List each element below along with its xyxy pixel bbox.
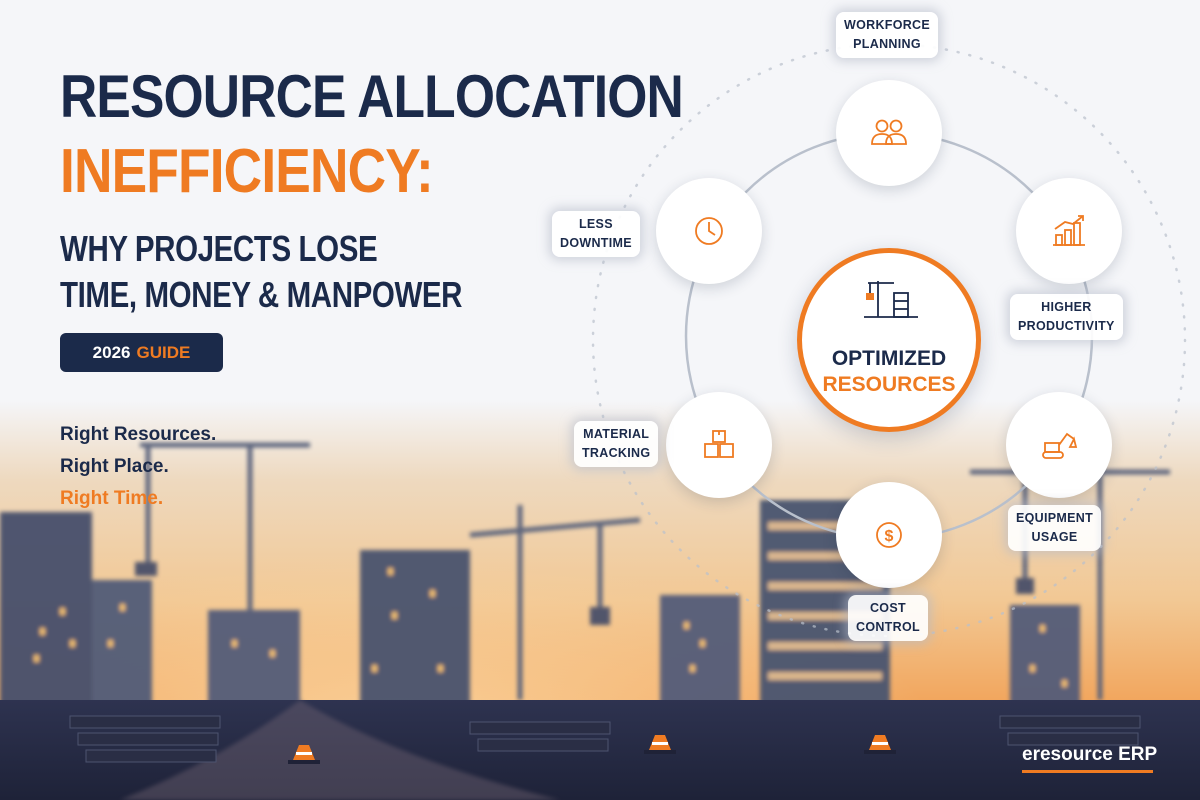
headline-line-2: INEFFICIENCY:	[60, 137, 434, 206]
badge-word: GUIDE	[136, 342, 191, 362]
node-workforce-planning	[836, 80, 942, 186]
brand-logo-text: eresource ERP	[1022, 744, 1158, 765]
label-equipment-usage: EQUIPMENT USAGE	[1008, 505, 1102, 551]
bar-chart-growth-icon	[1053, 215, 1085, 246]
node-cost-control: $	[836, 482, 942, 588]
label-workforce-planning: WORKFORCE PLANNING	[836, 12, 939, 58]
crane-building-icon	[864, 281, 918, 318]
label-line-2: CONTROL	[856, 620, 920, 634]
tagline-place: Right Place.	[60, 456, 169, 477]
label-material-tracking: MATERIAL TRACKING	[574, 421, 659, 467]
label-line-2: USAGE	[1031, 530, 1078, 544]
label-line-1: COST	[869, 601, 906, 615]
brand-underline	[1022, 770, 1153, 773]
guide-badge: 2026 GUIDE	[60, 333, 223, 372]
hub-optimized-resources: OPTIMIZED RESOURCES	[797, 248, 981, 432]
people-icon	[871, 119, 907, 145]
hub-label-line-2: RESOURCES	[822, 373, 956, 396]
label-line-1: LESS	[578, 217, 613, 231]
badge-year: 2026	[92, 342, 131, 362]
node-higher-productivity	[1016, 178, 1122, 284]
label-line-2: PRODUCTIVITY	[1018, 319, 1115, 333]
label-line-1: HIGHER	[1041, 300, 1092, 314]
headline-line-1: RESOURCE ALLOCATION	[60, 63, 684, 130]
clock-icon	[695, 217, 723, 245]
label-line-1: MATERIAL	[583, 427, 650, 441]
subheadline-line-1: WHY PROJECTS LOSE	[60, 228, 378, 269]
node-equipment-usage	[1006, 392, 1112, 498]
label-cost-control: COST CONTROL	[848, 595, 928, 641]
node-less-downtime	[656, 178, 762, 284]
label-less-downtime: LESS DOWNTIME	[552, 211, 640, 257]
label-line-2: DOWNTIME	[560, 236, 632, 250]
dollar-coin-icon: $	[876, 522, 902, 548]
label-higher-productivity: HIGHER PRODUCTIVITY	[1010, 294, 1123, 340]
svg-text:$: $	[885, 528, 894, 545]
tagline-resources: Right Resources.	[60, 424, 217, 445]
tagline-time: Right Time.	[60, 488, 164, 509]
hub-label-line-1: OPTIMIZED	[831, 347, 947, 370]
label-line-2: TRACKING	[582, 446, 651, 460]
boxes-icon	[704, 430, 734, 458]
label-line-1: WORKFORCE	[844, 18, 931, 32]
label-line-1: EQUIPMENT	[1016, 511, 1094, 525]
node-material-tracking	[666, 392, 772, 498]
label-line-2: PLANNING	[853, 37, 921, 51]
excavator-icon	[1042, 432, 1078, 459]
subheadline-line-2: TIME, MONEY & MANPOWER	[60, 274, 463, 315]
